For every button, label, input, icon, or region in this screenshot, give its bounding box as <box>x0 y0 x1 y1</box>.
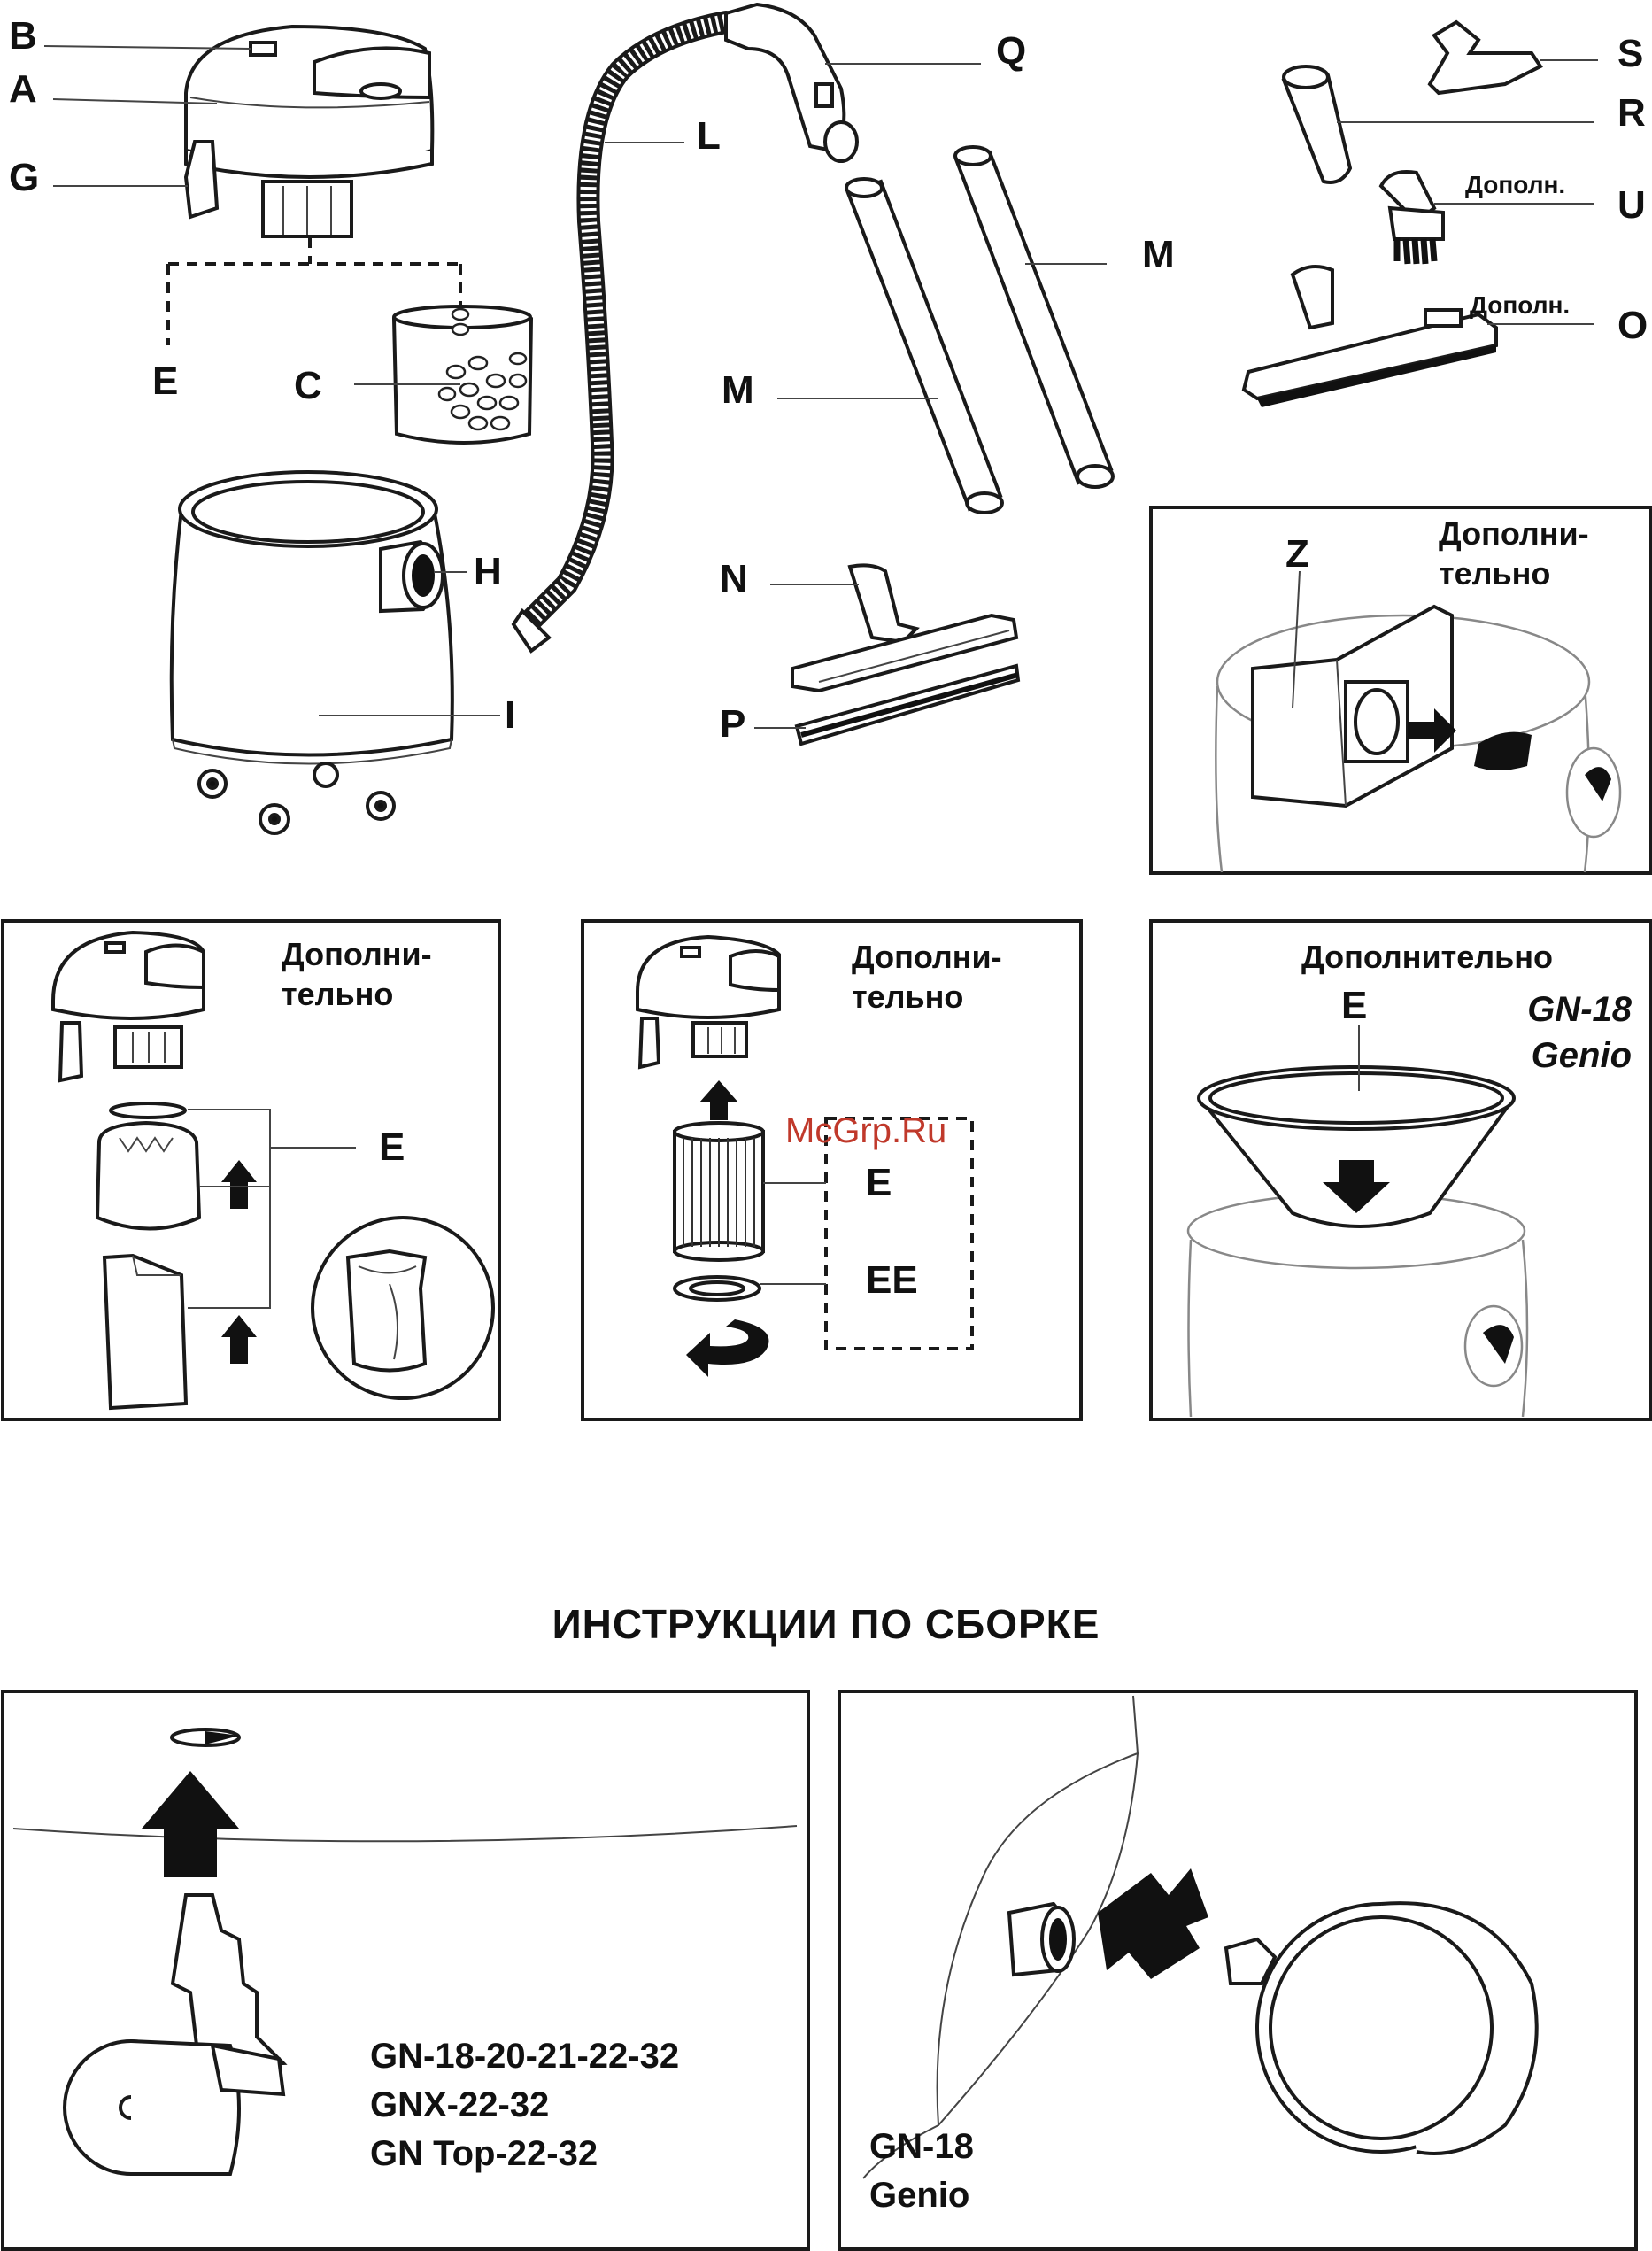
label-l: L <box>697 114 721 158</box>
label-m-left: M <box>722 368 754 412</box>
optional-label-u: Дополн. <box>1465 171 1565 198</box>
label-e-top: E <box>152 360 178 403</box>
wheel-model-2: GNX-22-32 <box>370 2085 549 2124</box>
label-m-right: M <box>1142 233 1175 276</box>
label-p: P <box>720 702 745 746</box>
optional-label-z-line1: Дополни- <box>1439 515 1589 552</box>
optional-label-z-line2: тельно <box>1439 555 1550 592</box>
label-b: B <box>9 14 37 58</box>
label-c: C <box>294 364 322 407</box>
label-a: A <box>9 67 37 111</box>
extension-tubes-m <box>846 147 1113 513</box>
label-e-bag: E <box>379 1126 405 1169</box>
optional-label-bag-line1: Дополни- <box>282 936 432 972</box>
label-h: H <box>474 550 502 593</box>
optional-label-o: Дополн. <box>1470 291 1570 319</box>
watermark: McGrp.Ru <box>785 1111 946 1150</box>
label-z: Z <box>1285 532 1309 576</box>
label-s: S <box>1617 32 1643 75</box>
label-q: Q <box>996 29 1026 73</box>
hose-l <box>513 22 726 651</box>
cartridge-c <box>394 306 531 443</box>
brush-u <box>1381 172 1443 264</box>
floor-brush-o <box>1244 267 1496 407</box>
crevice-nozzle-r <box>1284 66 1350 182</box>
optional-label-cartridge-line1: Дополни- <box>852 939 1002 975</box>
label-g: G <box>9 156 39 199</box>
label-o: O <box>1617 304 1648 347</box>
tank-i <box>172 472 452 833</box>
bumper-model-2: Genio <box>869 2176 969 2215</box>
wheel-model-1: GN-18-20-21-22-32 <box>370 2037 679 2076</box>
optional-label-funnel: Дополнительно <box>1301 939 1553 975</box>
label-r: R <box>1617 91 1646 135</box>
label-u: U <box>1617 183 1646 227</box>
label-e-cartridge: E <box>866 1161 892 1204</box>
label-e-funnel: E <box>1341 984 1367 1027</box>
funnel-model-1: GN-18 <box>1527 990 1633 1029</box>
funnel-model-2: Genio <box>1532 1036 1632 1075</box>
label-n: N <box>720 557 748 600</box>
label-i: I <box>505 693 515 737</box>
label-ee: EE <box>866 1258 918 1302</box>
bumper-model-1: GN-18 <box>869 2127 974 2166</box>
crevice-nozzle-s <box>1430 22 1540 93</box>
motor-head <box>186 27 432 236</box>
optional-label-cartridge-line2: тельно <box>852 979 963 1015</box>
handle-q <box>726 4 857 161</box>
wheel-model-3: GN Top-22-32 <box>370 2134 598 2173</box>
assembly-title: ИНСТРУКЦИИ ПО СБОРКЕ <box>552 1601 1100 1647</box>
optional-label-bag-line2: тельно <box>282 976 393 1012</box>
